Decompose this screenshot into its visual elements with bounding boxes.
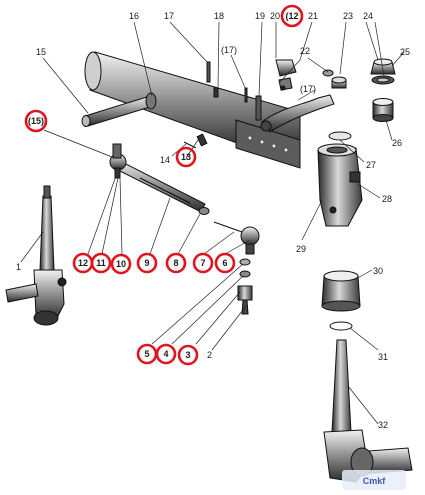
label-17: 17 (164, 11, 174, 21)
ring-31 (329, 321, 353, 331)
callout-12[interactable]: 12 (72, 252, 94, 274)
label-16: 16 (129, 11, 139, 21)
label-25: 25 (400, 47, 410, 57)
label-2: 2 (207, 350, 212, 360)
callout-3[interactable]: 3 (177, 344, 199, 366)
label-29: 29 (296, 244, 306, 254)
callout-3-text: 3 (185, 350, 190, 360)
callout-8-text: 8 (173, 258, 178, 268)
label-27: 27 (366, 160, 376, 170)
label-26: 26 (392, 138, 402, 148)
callout-112-text: (12 (285, 11, 298, 21)
label-21: 21 (308, 11, 318, 21)
label-17-paren: (17) (221, 45, 237, 55)
callout-4-text: 4 (163, 349, 168, 359)
knuckle-right (323, 339, 413, 483)
callout-11[interactable]: 11 (90, 252, 112, 274)
watermark-text: Cmkf (363, 476, 387, 486)
callout-7[interactable]: 7 (192, 252, 214, 274)
callout-112[interactable]: (12 (280, 4, 304, 28)
bushing-26 (372, 98, 394, 122)
callout-9[interactable]: 9 (136, 252, 158, 274)
callout-12-text: 12 (78, 258, 88, 268)
circled-labels: (12 (15) 13 12 11 10 9 8 (24, 4, 304, 366)
screws-13-14 (183, 133, 208, 149)
callout-5[interactable]: 5 (136, 343, 158, 365)
label-15: 15 (36, 47, 46, 57)
callout-6[interactable]: 6 (214, 252, 236, 274)
callout-11-text: 11 (96, 258, 106, 268)
steering-tube (84, 51, 301, 169)
parts-24-25 (370, 58, 396, 85)
ball-stud (237, 258, 253, 315)
callout-13[interactable]: 13 (175, 146, 197, 168)
callout-5-text: 5 (144, 349, 149, 359)
label-18: 18 (214, 11, 224, 21)
label-28: 28 (382, 194, 392, 204)
top-bolts (206, 61, 248, 103)
nut-112 (275, 59, 297, 91)
callout-10[interactable]: 10 (110, 253, 132, 275)
pitman-arm (255, 94, 335, 133)
label-30: 30 (373, 266, 383, 276)
callout-9-text: 9 (144, 258, 149, 268)
callout-10-text: 10 (116, 259, 126, 269)
callout-6-text: 6 (222, 258, 227, 268)
label-20: 20 (270, 11, 280, 21)
label-23: 23 (343, 11, 353, 21)
housing-28 (317, 143, 363, 227)
label-19: 19 (255, 11, 265, 21)
label-1: 1 (16, 262, 21, 272)
callout-15-text: (15) (28, 116, 44, 126)
washer-27 (328, 131, 352, 141)
dust-cap-30 (321, 270, 361, 312)
shaft-15 (81, 92, 157, 127)
label-14: 14 (160, 155, 170, 165)
leader-lines (20, 21, 405, 425)
label-17-paren-b: (17) (300, 84, 316, 94)
callout-4[interactable]: 4 (155, 343, 177, 365)
callout-13-text: 13 (181, 152, 191, 162)
parts-22-23 (322, 69, 347, 89)
label-24: 24 (363, 11, 373, 21)
callout-15[interactable]: (15) (24, 109, 48, 133)
callout-7-text: 7 (200, 258, 205, 268)
knuckle-left (5, 185, 67, 326)
label-32: 32 (378, 420, 388, 430)
watermark: Cmkf (342, 470, 406, 490)
callout-8[interactable]: 8 (165, 252, 187, 274)
tie-rod-end (198, 207, 260, 255)
label-22: 22 (300, 46, 310, 56)
part-labels: 16 17 18 19 20 21 23 24 22 25 15 (17) (1… (16, 11, 410, 430)
label-31: 31 (378, 352, 388, 362)
